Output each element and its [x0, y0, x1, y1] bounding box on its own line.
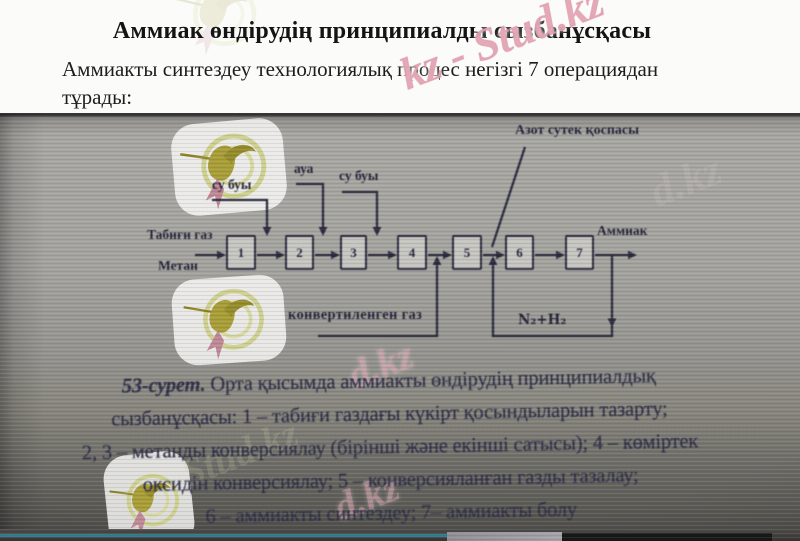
intro-line-1: Аммиакты синтездеу технологиялық процес … — [62, 57, 659, 81]
photo-teal-line — [0, 534, 447, 537]
photo-black-patch — [562, 533, 772, 541]
label-steam-1: су буы — [212, 177, 252, 192]
label-methane: Метан — [158, 258, 198, 273]
process-box-1: 1 — [226, 235, 256, 270]
figure-photo: d.kz Stud.kz d.kz d.kz — [0, 113, 800, 541]
label-natural-gas: Табиғи газ — [147, 227, 213, 242]
page-title: Аммиак өндірудің принципиалды сызбанұсқа… — [112, 18, 652, 45]
photo-grey-patch — [447, 532, 562, 541]
hummingbird-icon — [109, 474, 180, 536]
label-converted-gas: конвертиленген газ — [288, 307, 423, 323]
intro-line-2: тұрады: — [62, 84, 133, 109]
process-box-6: 6 — [505, 235, 534, 270]
hummingbird-icon — [175, 0, 257, 56]
label-ammonia: Аммиак — [597, 223, 648, 238]
flow-diagram: 1 2 3 4 5 6 7 Табиғи газ Метан су буы ау… — [0, 113, 800, 541]
studkz-logo-watermark — [170, 273, 288, 367]
label-nitrogen-hydrogen-mix: Азот сутек қоспасы — [515, 123, 640, 138]
studkz-logo-watermark — [101, 448, 197, 541]
process-box-5: 5 — [452, 235, 482, 270]
label-n2h2: N₂+H₂ — [518, 312, 567, 328]
process-box-3: 3 — [340, 235, 367, 270]
figure-number: 53-сурет. — [121, 373, 206, 398]
process-box-7: 7 — [565, 235, 594, 270]
hummingbird-icon — [183, 288, 264, 360]
caption-text: Орта қысымда аммиакты өндірудің принципи… — [205, 365, 656, 396]
process-box-2: 2 — [285, 235, 314, 270]
label-steam-2: су буы — [339, 168, 379, 183]
label-air: ауа — [294, 161, 314, 176]
figure-caption: 53-сурет. Орта қысымда аммиакты өндіруді… — [0, 357, 800, 537]
hummingbird-icon — [180, 133, 267, 210]
process-box-4: 4 — [397, 235, 427, 270]
studkz-logo-watermark-faint — [168, 0, 272, 70]
intro-text: Аммиакты синтездеу технологиялық процес … — [62, 56, 658, 111]
flow-diagram-lines — [195, 146, 637, 338]
studkz-logo-watermark — [169, 116, 289, 218]
